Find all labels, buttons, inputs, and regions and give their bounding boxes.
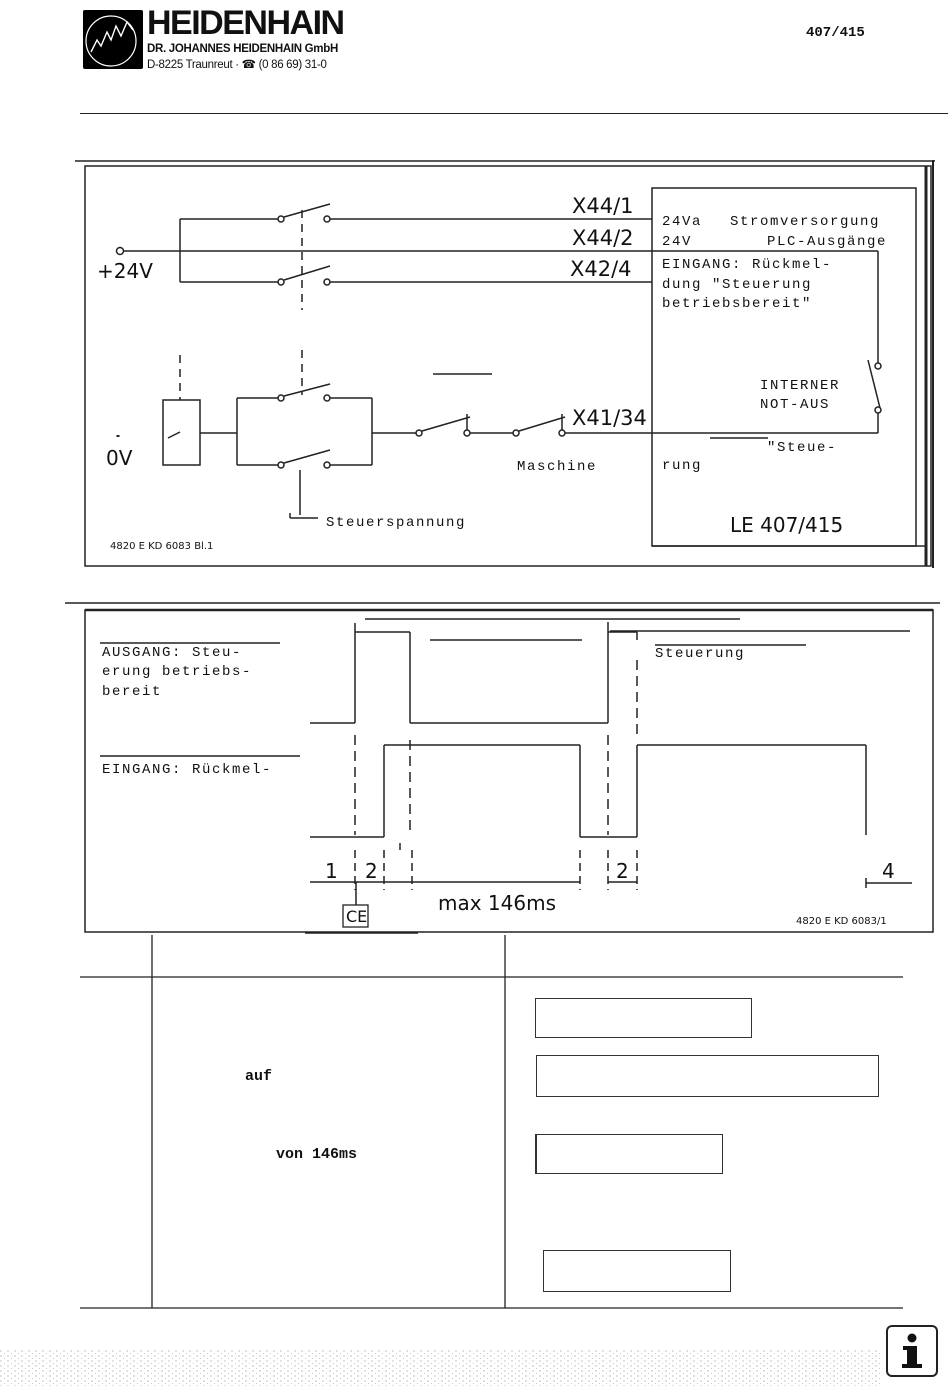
empty-box-3 (535, 1134, 723, 1174)
ausgang-line2: erung betriebs- (102, 664, 252, 680)
interner-label: INTERNER (760, 378, 840, 394)
connector-x42-4: X42/4 (570, 257, 632, 281)
box-line1: 24Va (662, 214, 702, 230)
auf-text: auf (245, 1068, 273, 1085)
phase-4-label: 4 (882, 859, 895, 883)
rung-label: rung (662, 458, 702, 474)
box-line4: dung "Steuerung (662, 277, 812, 293)
ausgang-line1: AUSGANG: Steu- (102, 645, 242, 661)
connector-x44-1: X44/1 (572, 194, 634, 218)
connector-x41-34: X41/34 (572, 406, 647, 430)
phase-2a-label: 2 (365, 859, 378, 883)
maschine-label: Maschine (517, 459, 597, 475)
empty-box-2 (536, 1055, 879, 1097)
info-icon[interactable] (886, 1325, 938, 1377)
heidenhain-logo-icon (83, 10, 143, 69)
von-text: von 146ms (276, 1146, 358, 1163)
box-line1b: Stromversorgung (730, 214, 880, 230)
ce-label: CE (346, 907, 367, 926)
phase-2b-label: 2 (616, 859, 629, 883)
timing-diagram: CE AUSGANG: Steu- erung betriebs- bereit… (65, 602, 940, 934)
doc-number: 407/415 (806, 25, 865, 41)
eingang-line1: EINGANG: Rückmel- (102, 762, 272, 778)
brand-company: DR. JOHANNES HEIDENHAIN GmbH (147, 43, 338, 55)
box-line2b: PLC-Ausgänge (767, 234, 887, 250)
notaus-label: NOT-AUS (760, 397, 830, 413)
brand-address: D-8225 Traunreut · ☎ (0 86 69) 31-0 (147, 59, 327, 71)
wiring-diagram: +24V 0V X44/1 X44/2 X42/4 X41/34 24Va St… (75, 160, 935, 568)
connector-x44-2: X44/2 (572, 226, 634, 250)
drawing-id-2: 4820 E KD 6083/1 (796, 916, 887, 927)
empty-box-1 (535, 998, 752, 1038)
max-duration-label: max 146ms (438, 891, 556, 915)
scan-noise (0, 1349, 880, 1386)
ausgang-line3: bereit (102, 684, 162, 700)
table-lines (80, 935, 903, 1309)
model-label: LE 407/415 (730, 513, 843, 537)
box-line2: 24V (662, 234, 692, 250)
box-line5: betriebsbereit" (662, 296, 812, 312)
phase-1-label: 1 (325, 859, 338, 883)
drawing-id-1: 4820 E KD 6083 Bl.1 (110, 541, 213, 552)
box-line3: EINGANG: Rückmel- (662, 257, 832, 273)
steuerung-label: Steuerung (655, 646, 745, 662)
brand-name: HEIDENHAIN (147, 4, 345, 42)
header-rule (80, 113, 948, 114)
steuerspannung-label: Steuerspannung (326, 515, 466, 531)
zero-label: 0V (106, 446, 133, 470)
empty-box-4 (543, 1250, 731, 1292)
steue-label: "Steue- (767, 440, 837, 456)
supply-label: +24V (97, 259, 153, 283)
